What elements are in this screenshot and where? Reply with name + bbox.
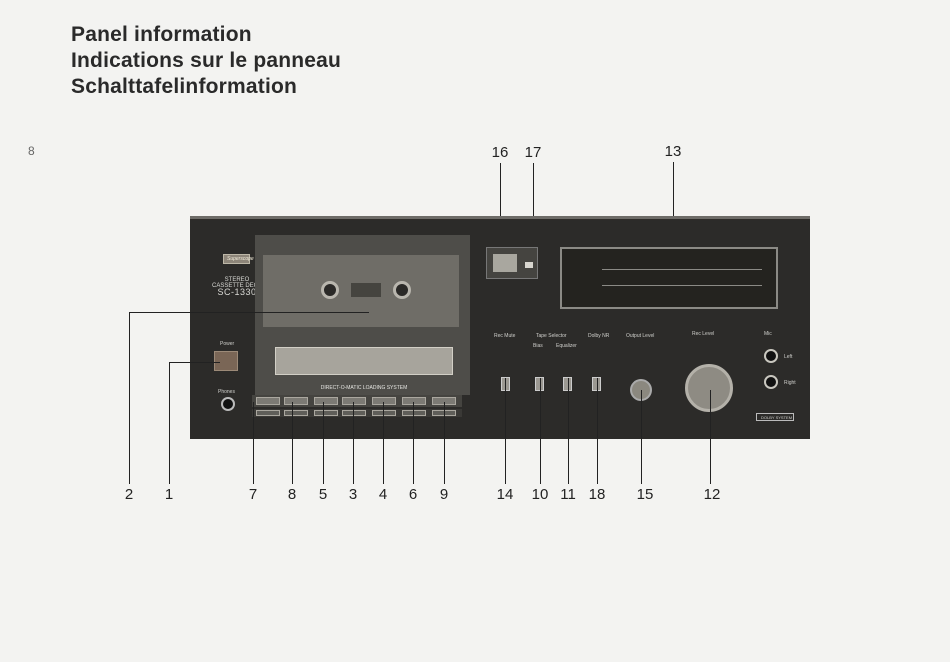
leader-6 (413, 402, 414, 484)
callout-18: 18 (589, 486, 606, 503)
key-lower-2[interactable] (284, 410, 308, 416)
level-meter (560, 247, 778, 309)
counter-reset-button[interactable] (525, 262, 533, 268)
key-lower-5[interactable] (372, 410, 396, 416)
key-5[interactable] (314, 397, 338, 405)
rec-mute-label: Rec Mute (494, 333, 515, 339)
leader-8 (292, 402, 293, 484)
leader-3 (353, 402, 354, 484)
callout-13: 13 (665, 143, 682, 160)
callout-17: 17 (525, 144, 542, 161)
callout-16: 16 (492, 144, 509, 161)
key-6[interactable] (402, 397, 426, 405)
mic-label: Mic (764, 331, 772, 337)
cassette-window (263, 255, 459, 327)
mic-left-label: Left (784, 354, 792, 360)
mic-left-jack[interactable] (764, 349, 778, 363)
tape-window (351, 283, 381, 297)
leader-18 (597, 378, 598, 484)
dolby-nr-label: Dolby NR (588, 333, 609, 339)
leader-2-h (129, 312, 369, 313)
right-reel-icon (393, 281, 411, 299)
callout-2: 2 (125, 486, 133, 503)
leader-14 (505, 378, 506, 484)
key-4[interactable] (372, 397, 396, 405)
mic-right-label: Right (784, 380, 796, 386)
transport-keys (252, 395, 462, 407)
phones-jack[interactable] (221, 397, 235, 411)
key-lower-1[interactable] (256, 410, 280, 416)
callout-1: 1 (165, 486, 173, 503)
phones-label: Phones (218, 389, 235, 395)
title-english: Panel information (71, 22, 341, 48)
leader-12 (710, 390, 711, 484)
cassette-door[interactable] (275, 347, 453, 375)
leader-10 (540, 378, 541, 484)
callout-8: 8 (288, 486, 296, 503)
brand-logo: Superscope (223, 254, 250, 264)
meter-scale-left (602, 269, 762, 270)
page-number: 8 (28, 144, 35, 158)
callout-3: 3 (349, 486, 357, 503)
callout-7: 7 (249, 486, 257, 503)
title-german: Schalttafelinformation (71, 74, 341, 100)
key-lower-4[interactable] (342, 410, 366, 416)
callout-14: 14 (497, 486, 514, 503)
rec-level-label: Rec Level (692, 331, 714, 337)
callout-9: 9 (440, 486, 448, 503)
callout-11: 11 (560, 486, 576, 503)
key-8[interactable] (284, 397, 308, 405)
leader-9 (444, 402, 445, 484)
leader-11 (568, 378, 569, 484)
equalizer-label: Equalizer (556, 343, 577, 349)
leader-7 (253, 402, 254, 484)
leader-1-v (169, 362, 170, 484)
leader-2-v (129, 312, 130, 484)
key-lower-3[interactable] (314, 410, 338, 416)
mic-right-jack[interactable] (764, 375, 778, 389)
callout-10: 10 (532, 486, 549, 503)
tape-selector-label: Tape Selector (536, 333, 567, 339)
key-3[interactable] (342, 397, 366, 405)
cassette-compartment[interactable]: DIRECT-O-MATIC LOADING SYSTEM (255, 235, 470, 395)
key-7[interactable] (256, 397, 280, 405)
leader-15 (641, 390, 642, 484)
loading-system-label: DIRECT-O-MATIC LOADING SYSTEM (275, 385, 453, 391)
key-lower-6[interactable] (402, 410, 426, 416)
page-title-block: Panel information Indications sur le pan… (71, 22, 341, 100)
left-reel-icon (321, 281, 339, 299)
output-level-label: Output Level (626, 333, 654, 339)
bias-label: Bias (533, 343, 543, 349)
cassette-deck-panel: Superscope STEREO CASSETTE DECK SC-1330 … (190, 216, 810, 439)
tape-counter (486, 247, 538, 279)
leader-1-h (169, 362, 220, 363)
power-button[interactable] (214, 351, 238, 371)
callout-4: 4 (379, 486, 387, 503)
leader-4 (383, 402, 384, 484)
callout-6: 6 (409, 486, 417, 503)
leader-5 (323, 402, 324, 484)
counter-window (493, 254, 517, 272)
callout-5: 5 (319, 486, 327, 503)
callout-15: 15 (637, 486, 654, 503)
transport-keys-lower (252, 409, 462, 417)
rec-level-knob[interactable] (685, 364, 733, 412)
dolby-system-badge: DOLBY SYSTEM (756, 413, 794, 421)
title-french: Indications sur le panneau (71, 48, 341, 74)
callout-12: 12 (704, 486, 721, 503)
power-label: Power (220, 341, 234, 347)
meter-scale-right (602, 285, 762, 286)
